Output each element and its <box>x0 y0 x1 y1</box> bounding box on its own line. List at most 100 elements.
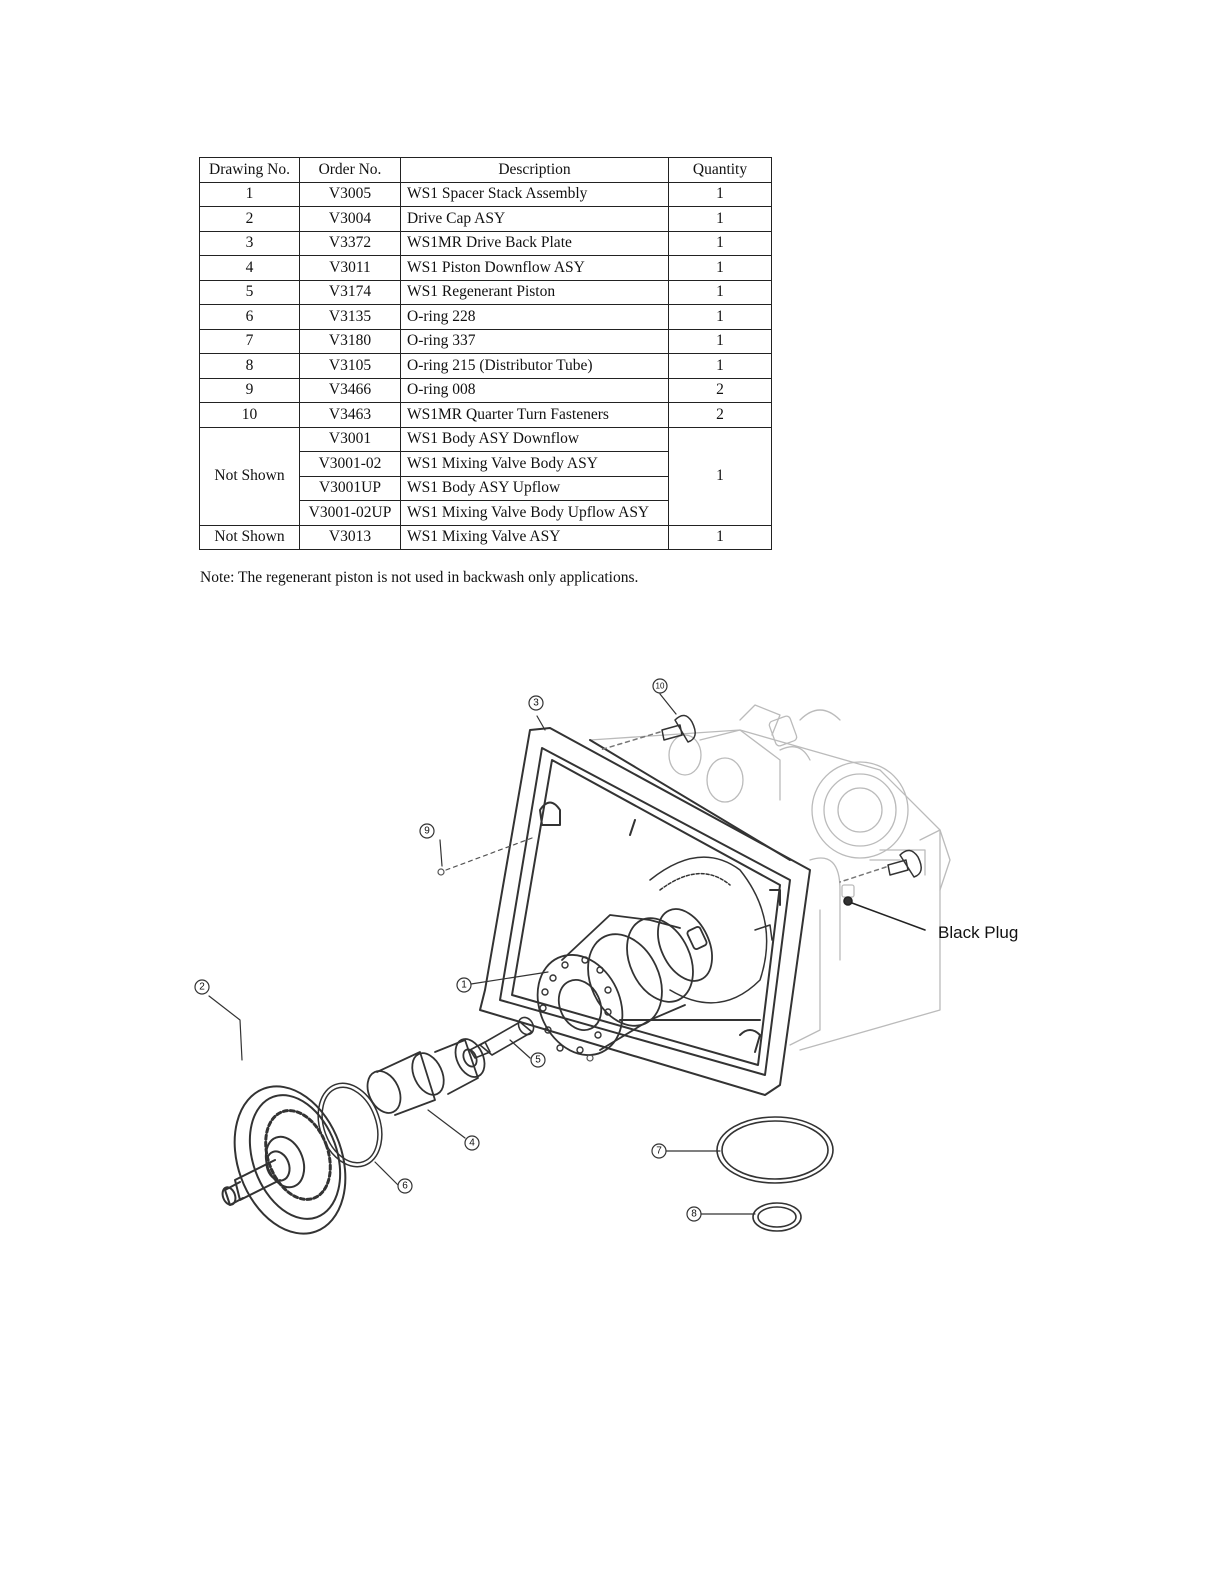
callout-circle-2 <box>194 979 210 995</box>
header-quantity: Quantity <box>668 157 772 183</box>
callout-circle-3 <box>528 695 544 711</box>
cell-description: Drive Cap ASY <box>400 206 669 232</box>
quarter-turn-fastener <box>599 714 922 883</box>
callout-circle-8 <box>686 1206 702 1222</box>
cell-quantity: 1 <box>668 230 772 256</box>
cell-description: WS1 Mixing Valve Body ASY <box>400 451 669 477</box>
cell-description: O-ring 337 <box>400 328 669 354</box>
table-row: V3001-02UP WS1 Mixing Valve Body Upflow … <box>200 500 772 526</box>
cell-description: O-ring 228 <box>400 304 669 330</box>
cell-description: WS1 Piston Downflow ASY <box>400 255 669 281</box>
callout-10: 10 <box>656 682 665 691</box>
table-header-row: Drawing No. Order No. Description Quanti… <box>199 157 772 183</box>
cell-drawing-no: 4 <box>199 255 300 281</box>
cell-description: WS1 Mixing Valve ASY <box>400 524 669 550</box>
spacer-stack <box>536 908 713 1056</box>
valve-body-ghost <box>589 704 951 1051</box>
cell-description: WS1MR Drive Back Plate <box>400 230 669 256</box>
exploded-parts-diagram: 1 2 3 4 5 6 7 8 9 10 Black Plug <box>194 678 1018 1235</box>
cell-quantity: 1 <box>668 353 772 379</box>
table-row: 6 V3135 O-ring 228 1 <box>199 304 772 330</box>
drive-back-plate <box>479 727 811 1096</box>
cell-description: WS1 Mixing Valve Body Upflow ASY <box>400 500 669 526</box>
drive-cap <box>221 1085 347 1235</box>
o-ring-008 <box>437 837 594 1062</box>
cell-order-no: V3372 <box>299 230 401 256</box>
cell-order-no: V3004 <box>299 206 401 232</box>
cell-quantity: 1 <box>668 304 772 330</box>
table-row: 5 V3174 WS1 Regenerant Piston 1 <box>199 279 772 305</box>
header-drawing-no: Drawing No. <box>199 157 300 183</box>
table-row: 1 V3005 WS1 Spacer Stack Assembly 1 <box>199 181 772 207</box>
callout-circle-4 <box>464 1135 480 1151</box>
piston-downflow <box>366 1038 486 1116</box>
callout-3: 3 <box>533 698 539 709</box>
callout-circle-5 <box>530 1052 546 1068</box>
cell-description: WS1 Body ASY Downflow <box>400 426 669 452</box>
cell-order-no: V3011 <box>299 255 401 281</box>
cell-quantity: 1 <box>668 524 772 550</box>
cell-drawing-no-not-shown: Not Shown <box>199 524 300 550</box>
table-row: 7 V3180 O-ring 337 1 <box>199 328 772 354</box>
cell-quantity: 1 <box>668 255 772 281</box>
cell-description: WS1MR Quarter Turn Fasteners <box>400 402 669 428</box>
callout-5: 5 <box>535 1055 541 1066</box>
table-note: Note: The regenerant piston is not used … <box>200 569 639 586</box>
cell-order-no: V3105 <box>299 353 401 379</box>
o-ring-215 <box>752 1202 802 1232</box>
callout-7: 7 <box>656 1146 662 1157</box>
cell-quantity: 2 <box>668 402 772 428</box>
cell-order-no: V3001 <box>299 426 401 452</box>
cell-order-no: V3463 <box>299 402 401 428</box>
callout-1: 1 <box>461 980 467 991</box>
cell-order-no: V3001-02 <box>299 451 401 477</box>
black-plug <box>843 896 926 931</box>
cell-order-no: V3001-02UP <box>299 500 401 526</box>
cell-drawing-no: 10 <box>199 402 300 428</box>
cell-drawing-no-not-shown: Not Shown <box>199 426 300 526</box>
cell-order-no: V3135 <box>299 304 401 330</box>
table-row: 3 V3372 WS1MR Drive Back Plate 1 <box>199 230 772 256</box>
callout-circle-10 <box>652 678 668 694</box>
callout-circles <box>194 678 702 1222</box>
table-row: V3001UP WS1 Body ASY Upflow <box>200 475 772 501</box>
callout-2: 2 <box>199 982 205 993</box>
cell-quantity: 1 <box>668 279 772 305</box>
cell-order-no: V3005 <box>299 181 401 207</box>
cell-drawing-no: 9 <box>199 377 300 403</box>
cell-order-no: V3001UP <box>299 475 401 501</box>
table-row: 8 V3105 O-ring 215 (Distributor Tube) 1 <box>199 353 772 379</box>
cell-description: WS1 Regenerant Piston <box>400 279 669 305</box>
drive-gear <box>649 856 773 1004</box>
callout-circle-1 <box>456 977 472 993</box>
cell-drawing-no: 2 <box>199 206 300 232</box>
callout-6: 6 <box>402 1181 408 1192</box>
cell-description: O-ring 215 (Distributor Tube) <box>400 353 669 379</box>
cell-quantity: 1 <box>668 181 772 207</box>
cell-description: WS1 Body ASY Upflow <box>400 475 669 501</box>
cell-drawing-no: 7 <box>199 328 300 354</box>
callout-9: 9 <box>424 826 430 837</box>
parts-table: Drawing No. Order No. Description Quanti… <box>199 157 772 550</box>
cell-drawing-no: 5 <box>199 279 300 305</box>
table-row: 2 V3004 Drive Cap ASY 1 <box>199 206 772 232</box>
cell-order-no: V3013 <box>299 524 401 550</box>
o-ring-337 <box>716 1116 834 1184</box>
cell-order-no: V3174 <box>299 279 401 305</box>
o-ring-228 <box>317 1082 383 1168</box>
callout-8: 8 <box>691 1209 697 1220</box>
table-row: 4 V3011 WS1 Piston Downflow ASY 1 <box>199 255 772 281</box>
cell-description: WS1 Spacer Stack Assembly <box>400 181 669 207</box>
cell-order-no: V3180 <box>299 328 401 354</box>
table-row-group-start: Not Shown V3001 WS1 Body ASY Downflow 1 <box>199 426 772 526</box>
cell-drawing-no: 3 <box>199 230 300 256</box>
callout-circle-7 <box>651 1143 667 1159</box>
table-body: 1 V3005 WS1 Spacer Stack Assembly 1 2 V3… <box>199 181 772 550</box>
header-order-no: Order No. <box>299 157 401 183</box>
cell-quantity-group: 1 <box>668 426 772 526</box>
header-description: Description <box>400 157 669 183</box>
regenerant-piston <box>469 1016 535 1059</box>
cell-drawing-no: 1 <box>199 181 300 207</box>
cell-order-no: V3466 <box>299 377 401 403</box>
callout-circle-9 <box>419 823 435 839</box>
